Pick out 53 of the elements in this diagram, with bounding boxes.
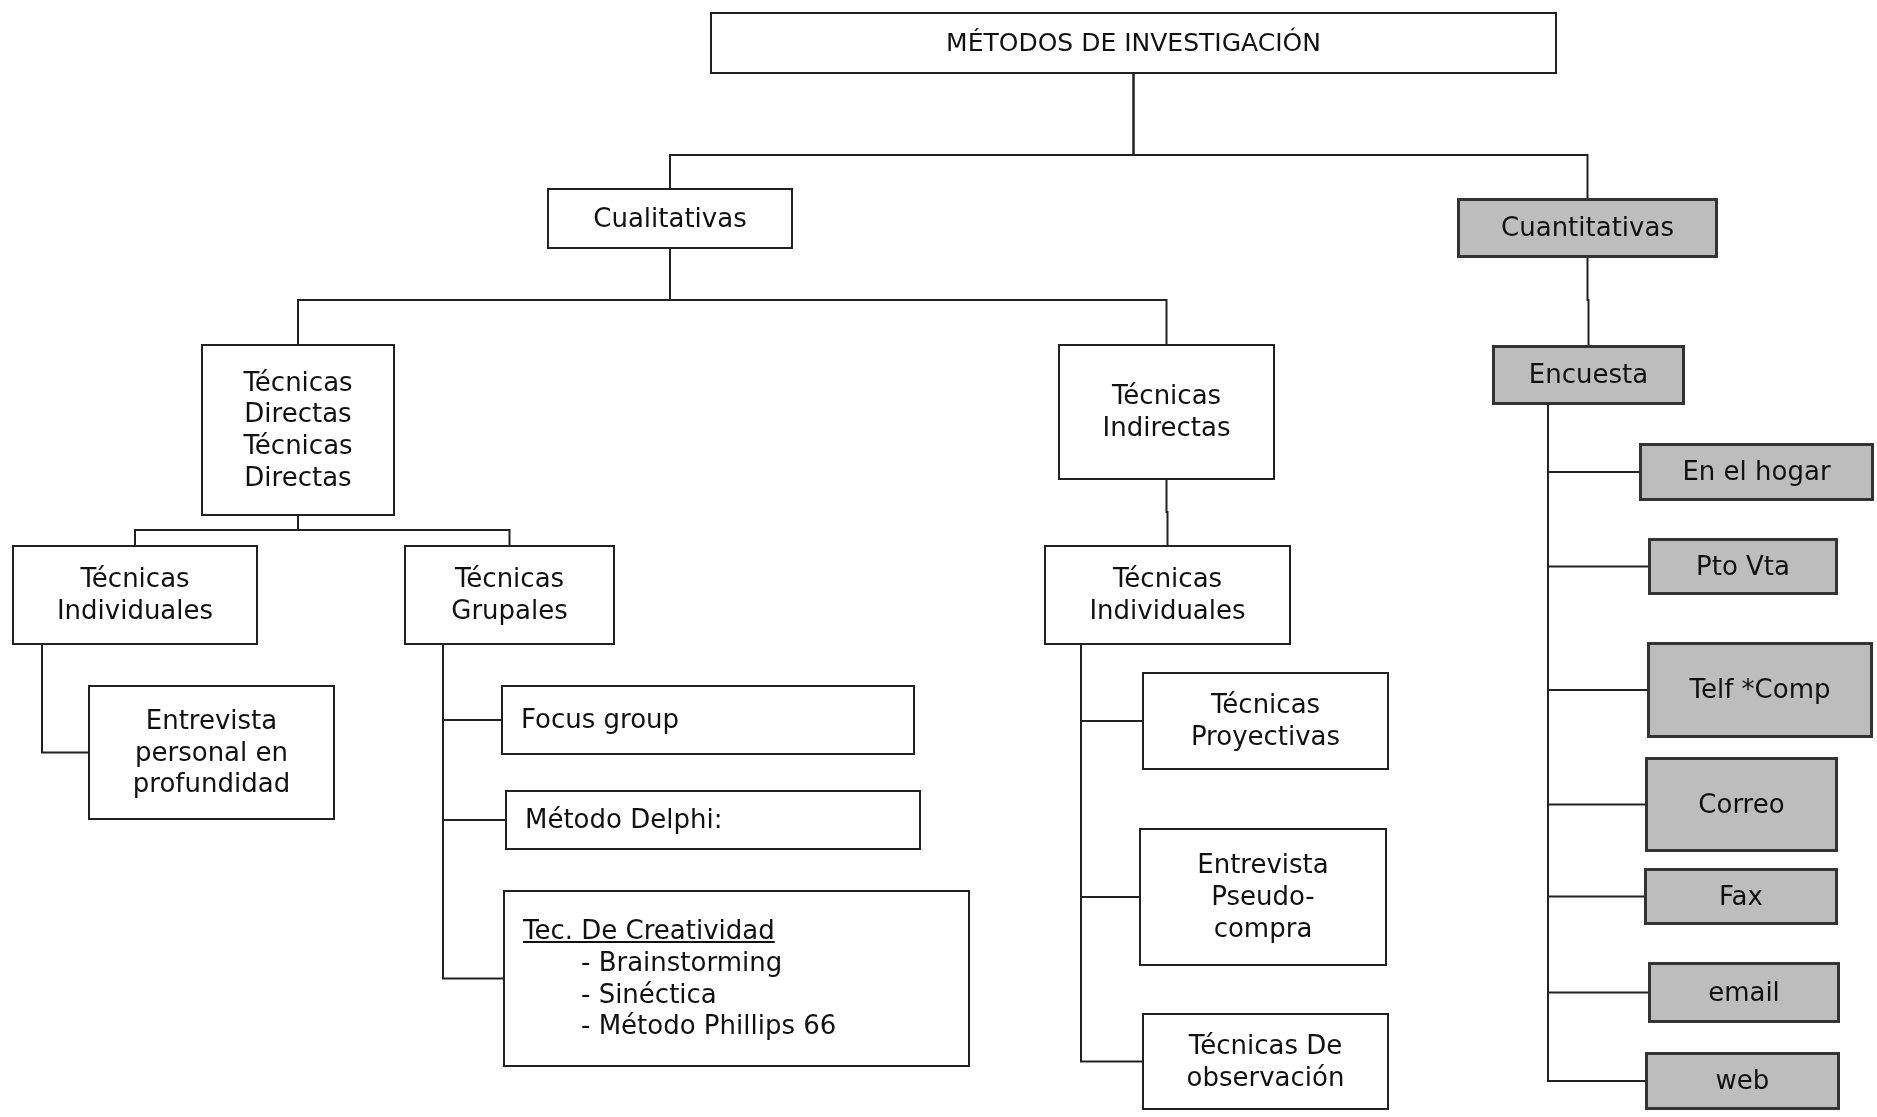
box [1645, 1052, 1840, 1110]
box [1058, 344, 1275, 480]
node-label: Telf *Comp [1689, 674, 1831, 706]
node-label: MÉTODOS DE INVESTIGACIÓN [946, 27, 1321, 59]
node-label: En el hogar [1682, 456, 1831, 488]
node-label: Entrevista Pseudo-compra [1196, 849, 1330, 945]
box [547, 188, 793, 249]
heading-text: Tec. De Creatividad [523, 915, 775, 947]
list-item: - Brainstorming [580, 946, 783, 979]
box [1644, 868, 1838, 925]
box [1639, 443, 1874, 501]
box [1492, 345, 1685, 405]
title-box [710, 12, 1557, 74]
list-item: - Sinéctica [580, 978, 717, 1011]
box [1139, 828, 1387, 966]
box [404, 545, 615, 645]
node-label: Focus group [521, 704, 680, 736]
box [505, 790, 921, 850]
box [1645, 757, 1838, 852]
box [12, 545, 258, 645]
node-label: Correo [1698, 788, 1785, 821]
box [1044, 545, 1291, 645]
node-label: Pto Vta [1696, 550, 1790, 583]
box [88, 685, 335, 820]
connector-line [1132, 73, 1589, 199]
node-label: Método Delphi: [525, 804, 723, 836]
node-label: Encuesta [1528, 359, 1649, 391]
connector-line [1586, 257, 1590, 346]
box [1648, 538, 1838, 595]
box [1142, 672, 1389, 770]
box [501, 685, 915, 755]
node-label: Cualitativas [593, 202, 747, 235]
box [1142, 1013, 1389, 1110]
box [1457, 198, 1718, 258]
node-label: Técnicas Indirectas [1101, 380, 1232, 444]
node-label: Técnicas Individuales [1088, 563, 1247, 627]
node-label: Técnicas Individuales [55, 563, 215, 627]
box [1647, 642, 1873, 738]
node-label: Técnicas Proyectivas [1189, 689, 1342, 753]
box [201, 344, 395, 516]
node-label: Fax [1719, 880, 1763, 913]
connector-line [1165, 479, 1169, 546]
box [503, 890, 970, 1067]
node-label: email [1708, 976, 1780, 1009]
node-label: Entrevista personal en profundidad [131, 704, 292, 801]
node-label: Cuantitativas [1501, 212, 1674, 244]
box [1648, 962, 1840, 1023]
node-label: Técnicas Directas Técnicas Directas [242, 366, 354, 494]
node-label: Técnicas Grupales [450, 563, 569, 627]
list-item: - Método Phillips 66 [580, 1010, 837, 1042]
node-label: Técnicas De observación [1185, 1029, 1346, 1094]
node-label: web [1715, 1065, 1770, 1097]
connector-line [41, 644, 89, 754]
